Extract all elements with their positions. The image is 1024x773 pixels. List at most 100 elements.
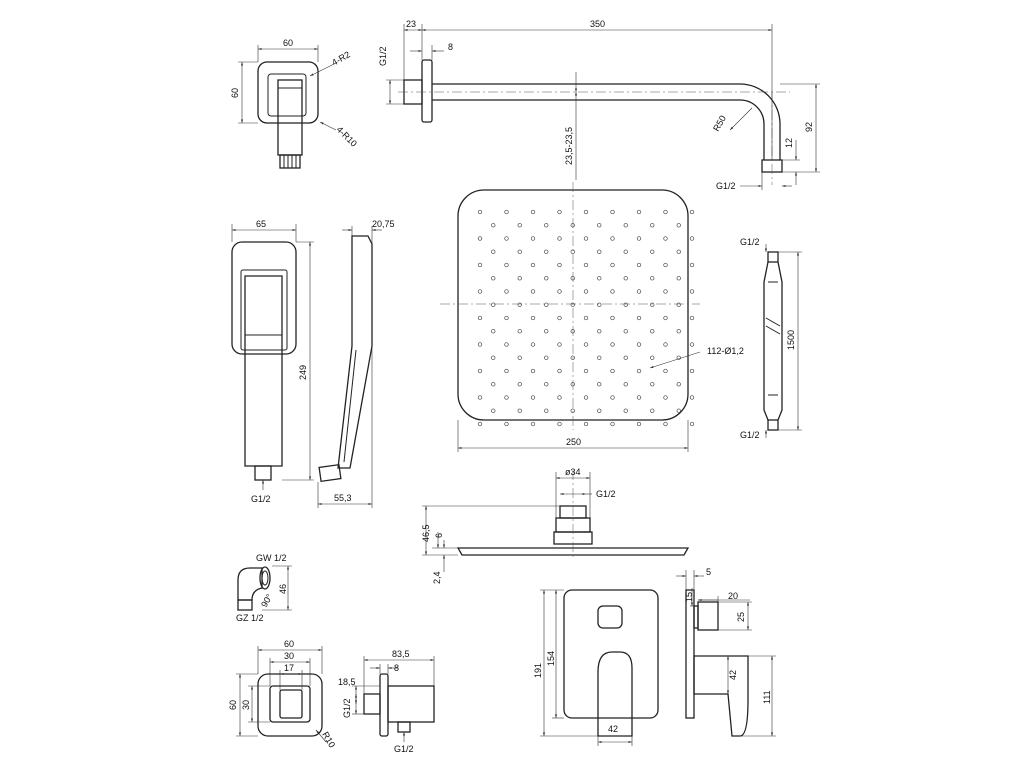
- elbow-thread-female: GW 1/2: [256, 553, 287, 563]
- nozzle-hole: [623, 249, 628, 254]
- outlet-plate: [257, 673, 323, 737]
- outlet-side-nut: [363, 693, 381, 715]
- nozzle-hole: [583, 262, 589, 268]
- shower-arm-bend-radius: R50: [711, 114, 728, 133]
- mixer-side-h3: 42: [728, 670, 738, 680]
- nozzle-hole: [610, 236, 615, 241]
- nozzle-hole: [663, 368, 668, 374]
- nozzle-hole: [583, 342, 589, 347]
- nozzle-hole: [491, 329, 496, 334]
- nozzle-hole: [517, 355, 522, 360]
- nozzle-hole: [610, 209, 615, 215]
- outlet-hole-label: 17: [284, 663, 294, 673]
- nozzle-hole: [636, 236, 642, 241]
- nozzle-hole: [557, 421, 562, 427]
- nozzle-hole: [504, 315, 509, 321]
- mixer-side-t2: 20: [728, 591, 738, 601]
- nozzle-hole: [530, 315, 536, 321]
- head-side-plate: [456, 547, 690, 556]
- nozzle-hole: [477, 395, 483, 400]
- outlet-side-offset-label: 18,5: [338, 677, 356, 687]
- nozzle-hole: [597, 408, 602, 413]
- mixer-handle-label: 42: [608, 724, 618, 734]
- nozzle-hole: [597, 223, 602, 228]
- nozzle-hole: [504, 262, 509, 268]
- nozzle-hole: [650, 355, 655, 360]
- outlet-height-label: 60: [228, 700, 238, 710]
- nozzle-hole: [610, 315, 615, 321]
- nozzle-hole: [676, 223, 681, 228]
- nozzle-hole: [610, 342, 615, 347]
- nozzle-hole: [597, 329, 602, 334]
- nozzle-hole: [530, 209, 536, 215]
- nozzle-hole: [557, 236, 562, 241]
- nozzle-hole: [623, 223, 628, 228]
- nozzle-hole: [544, 276, 549, 281]
- outlet-inner-label: 30: [284, 651, 294, 661]
- wall-bracket-view: 60 60 4-R2 4-R10: [230, 38, 359, 169]
- nozzle-hole: [676, 355, 681, 360]
- shower-arm-length-label: 350: [590, 19, 605, 29]
- wall-bracket-radius-outer: 4-R2: [330, 49, 352, 67]
- nozzle-hole: [663, 421, 668, 427]
- nozzle-hole: [676, 302, 681, 307]
- nozzle-hole: [491, 382, 496, 387]
- nozzle-hole: [544, 249, 549, 254]
- nozzle-hole: [676, 408, 681, 413]
- nozzle-hole: [689, 368, 695, 374]
- nozzle-hole: [636, 421, 642, 427]
- nozzle-hole: [623, 355, 628, 360]
- shower-arm-flange-label: 8: [448, 42, 453, 52]
- hose-thread-top: G1/2: [740, 237, 760, 247]
- nozzle-hole: [636, 342, 642, 347]
- nozzle-hole: [597, 276, 602, 281]
- nozzle-hole: [689, 315, 695, 321]
- nozzle-hole: [570, 302, 575, 307]
- head-side-thread-label: G1/2: [596, 489, 616, 499]
- nozzle-hole: [676, 249, 681, 254]
- nozzle-hole: [689, 342, 695, 347]
- nozzle-hole: [504, 421, 509, 427]
- nozzle-hole: [570, 382, 575, 387]
- shower-arm-thread-out: G1/2: [716, 181, 736, 191]
- nozzle-hole: [491, 302, 496, 307]
- nozzle-hole: [530, 368, 536, 374]
- nozzle-hole: [663, 395, 668, 400]
- mixer-side-h4: 111: [762, 690, 772, 704]
- nozzle-hole: [663, 315, 668, 321]
- nozzle-hole: [544, 382, 549, 387]
- nozzle-hole: [650, 249, 655, 254]
- wall-bracket-plate: [257, 61, 319, 124]
- nozzle-hole: [530, 342, 536, 347]
- outlet-side-thread-out: G1/2: [394, 744, 414, 754]
- head-side-body-label: 6: [434, 533, 444, 538]
- shower-arm-flange: [421, 59, 433, 123]
- nozzle-hole: [597, 355, 602, 360]
- nozzle-hole: [504, 236, 509, 241]
- mixer-side-h2: 25: [736, 612, 746, 622]
- shower-arm-offset-label: 23: [406, 19, 416, 29]
- mixer-diverter-button: [597, 605, 623, 629]
- nozzle-hole: [570, 329, 575, 334]
- nozzle-hole: [517, 223, 522, 228]
- outlet-side-length-label: 83,5: [392, 649, 410, 659]
- mixer-height-total: 191: [533, 663, 543, 678]
- elbow-thread-male: GZ 1/2: [236, 613, 264, 623]
- nozzle-hole: [650, 302, 655, 307]
- nozzle-hole: [504, 342, 509, 347]
- outlet-inner-height-label: 30: [241, 700, 251, 710]
- nozzle-hole: [650, 408, 655, 413]
- outlet-width-label: 60: [284, 639, 294, 649]
- nozzle-hole: [597, 249, 602, 254]
- nozzle-hole: [583, 395, 589, 400]
- nozzle-hole: [477, 315, 483, 321]
- nozzle-hole: [623, 408, 628, 413]
- nozzle-hole: [504, 395, 509, 400]
- nozzle-hole: [530, 262, 536, 268]
- nozzle-hole: [517, 408, 522, 413]
- nozzle-hole: [530, 236, 536, 241]
- nozzle-hole: [676, 276, 681, 281]
- nozzle-hole: [517, 302, 522, 307]
- outlet-radius-label: R10: [320, 730, 337, 749]
